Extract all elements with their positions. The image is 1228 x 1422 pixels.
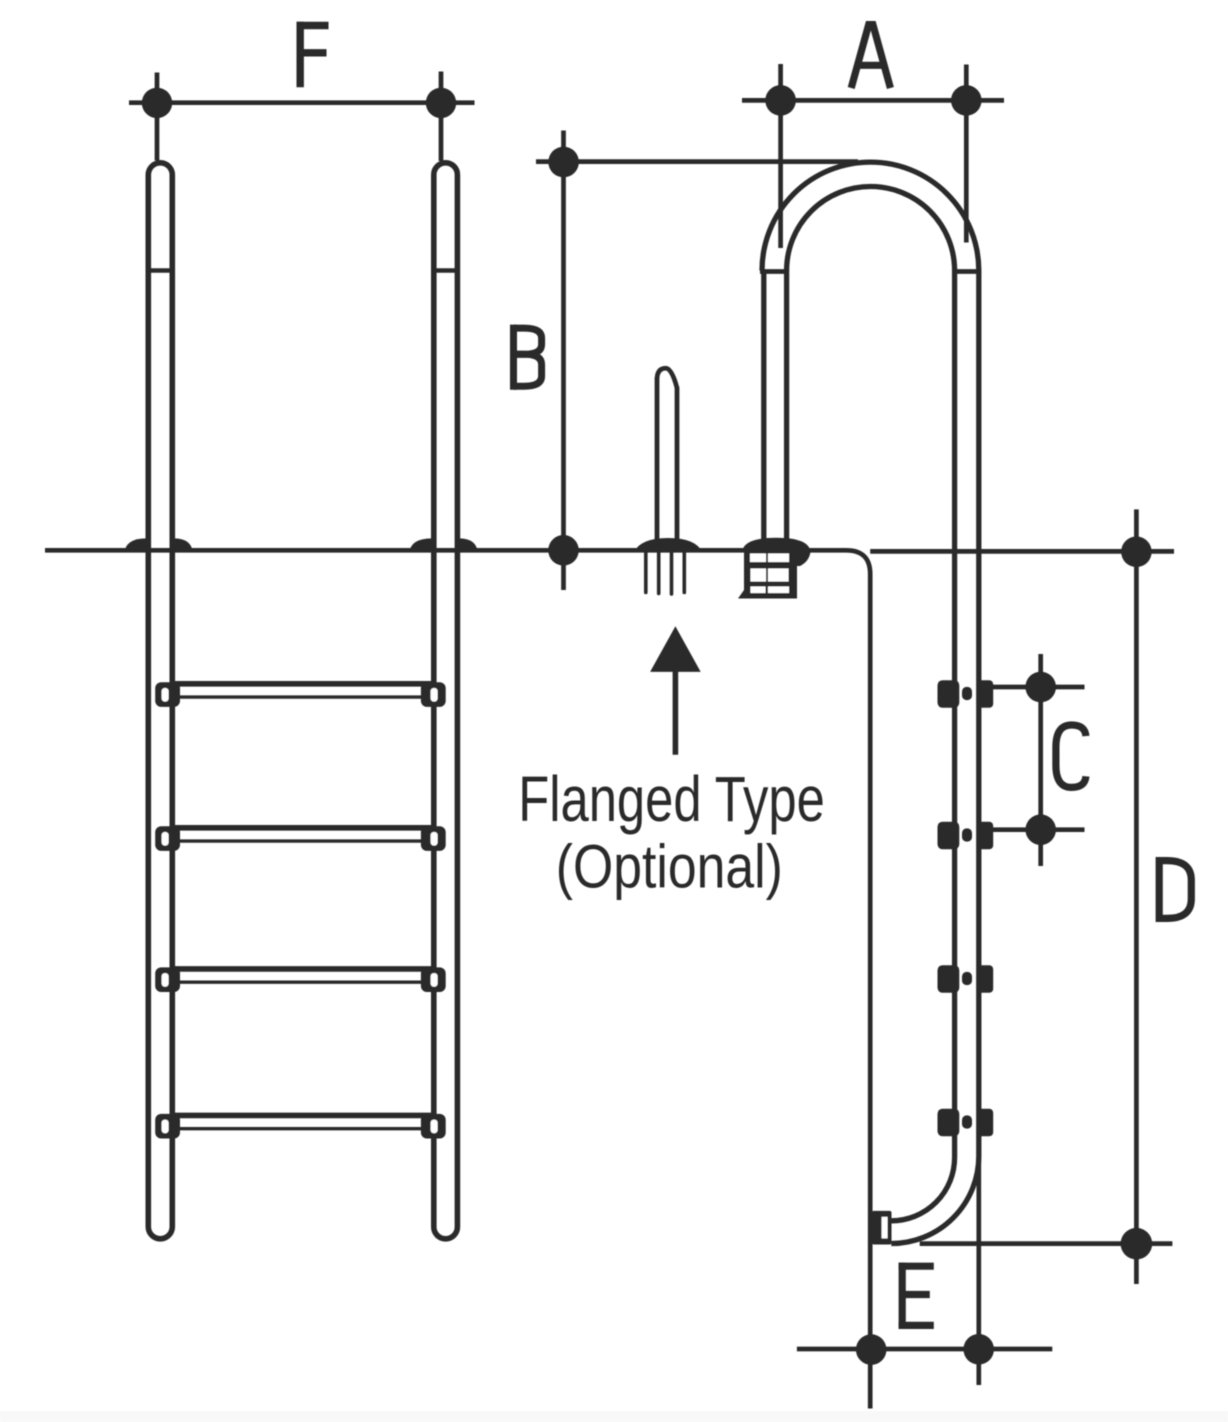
svg-text:Flanged Type: Flanged Type	[518, 764, 825, 835]
svg-text:(Optional): (Optional)	[556, 832, 783, 900]
